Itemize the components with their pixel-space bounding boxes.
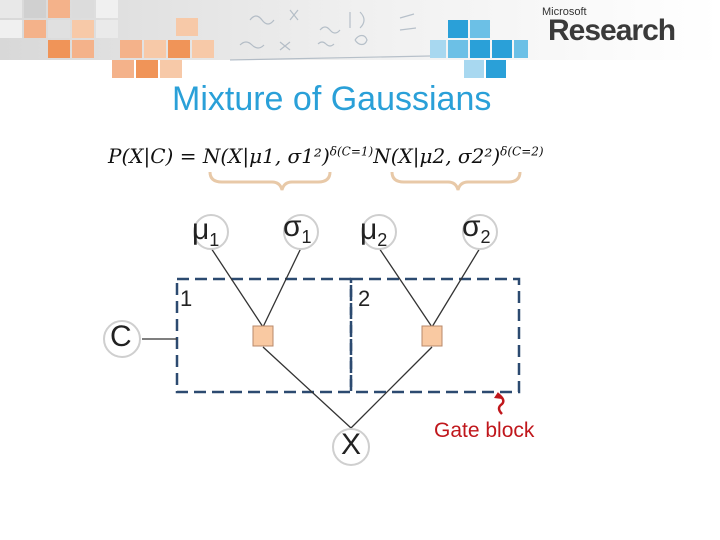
node-x — [332, 428, 370, 466]
gate-block-annotation: Gate block — [434, 419, 535, 442]
formula-exponent-1: δ(C=1) — [329, 144, 374, 159]
edge-factor1-x — [262, 346, 352, 429]
edge-sigma2-factor2 — [431, 247, 481, 328]
node-mu2 — [361, 214, 397, 250]
gate-arrow — [497, 393, 505, 415]
formula-exponent-2: δ(C=2) — [500, 144, 544, 159]
slide-title: Mixture of Gaussians — [172, 80, 492, 118]
gate-arrow-head — [494, 392, 502, 399]
plate-2-label: 2 — [358, 286, 371, 311]
brand-research-logo: Research — [548, 14, 676, 47]
brace-term-1 — [208, 171, 332, 191]
formula-lhs: P(X|C) = — [108, 144, 203, 168]
node-sigma1-label: σ1 — [283, 210, 312, 247]
node-sigma2-label: σ2 — [462, 210, 491, 247]
plate-1-label: 1 — [180, 286, 193, 311]
node-mu1 — [193, 214, 229, 250]
brand-microsoft-label: Microsoft — [542, 6, 587, 18]
edge-mu2-factor2 — [378, 247, 433, 328]
formula-term-1: N(X|μ1, σ1²) — [202, 144, 330, 168]
edge-mu1-factor1 — [210, 247, 264, 328]
node-c — [103, 320, 141, 358]
node-sigma1 — [283, 214, 319, 250]
node-mu2-label: μ2 — [360, 213, 388, 250]
edge-sigma1-factor1 — [262, 247, 302, 328]
node-sigma2 — [462, 214, 498, 250]
factor-2 — [421, 325, 443, 347]
brace-term-2 — [390, 171, 522, 191]
node-mu1-label: μ1 — [192, 213, 220, 250]
formula-term-2: N(X|μ2, σ2²) — [373, 144, 501, 168]
plate-2 — [349, 277, 521, 394]
header-banner — [0, 0, 720, 78]
factor-1 — [252, 325, 274, 347]
likelihood-formula: P(X|C) = N(X|μ1, σ1²)δ(C=1)N(X|μ2, σ2²)δ… — [108, 144, 544, 168]
node-x-label: X — [341, 428, 362, 461]
edge-factor2-x — [350, 346, 433, 429]
node-c-label: C — [110, 320, 132, 353]
